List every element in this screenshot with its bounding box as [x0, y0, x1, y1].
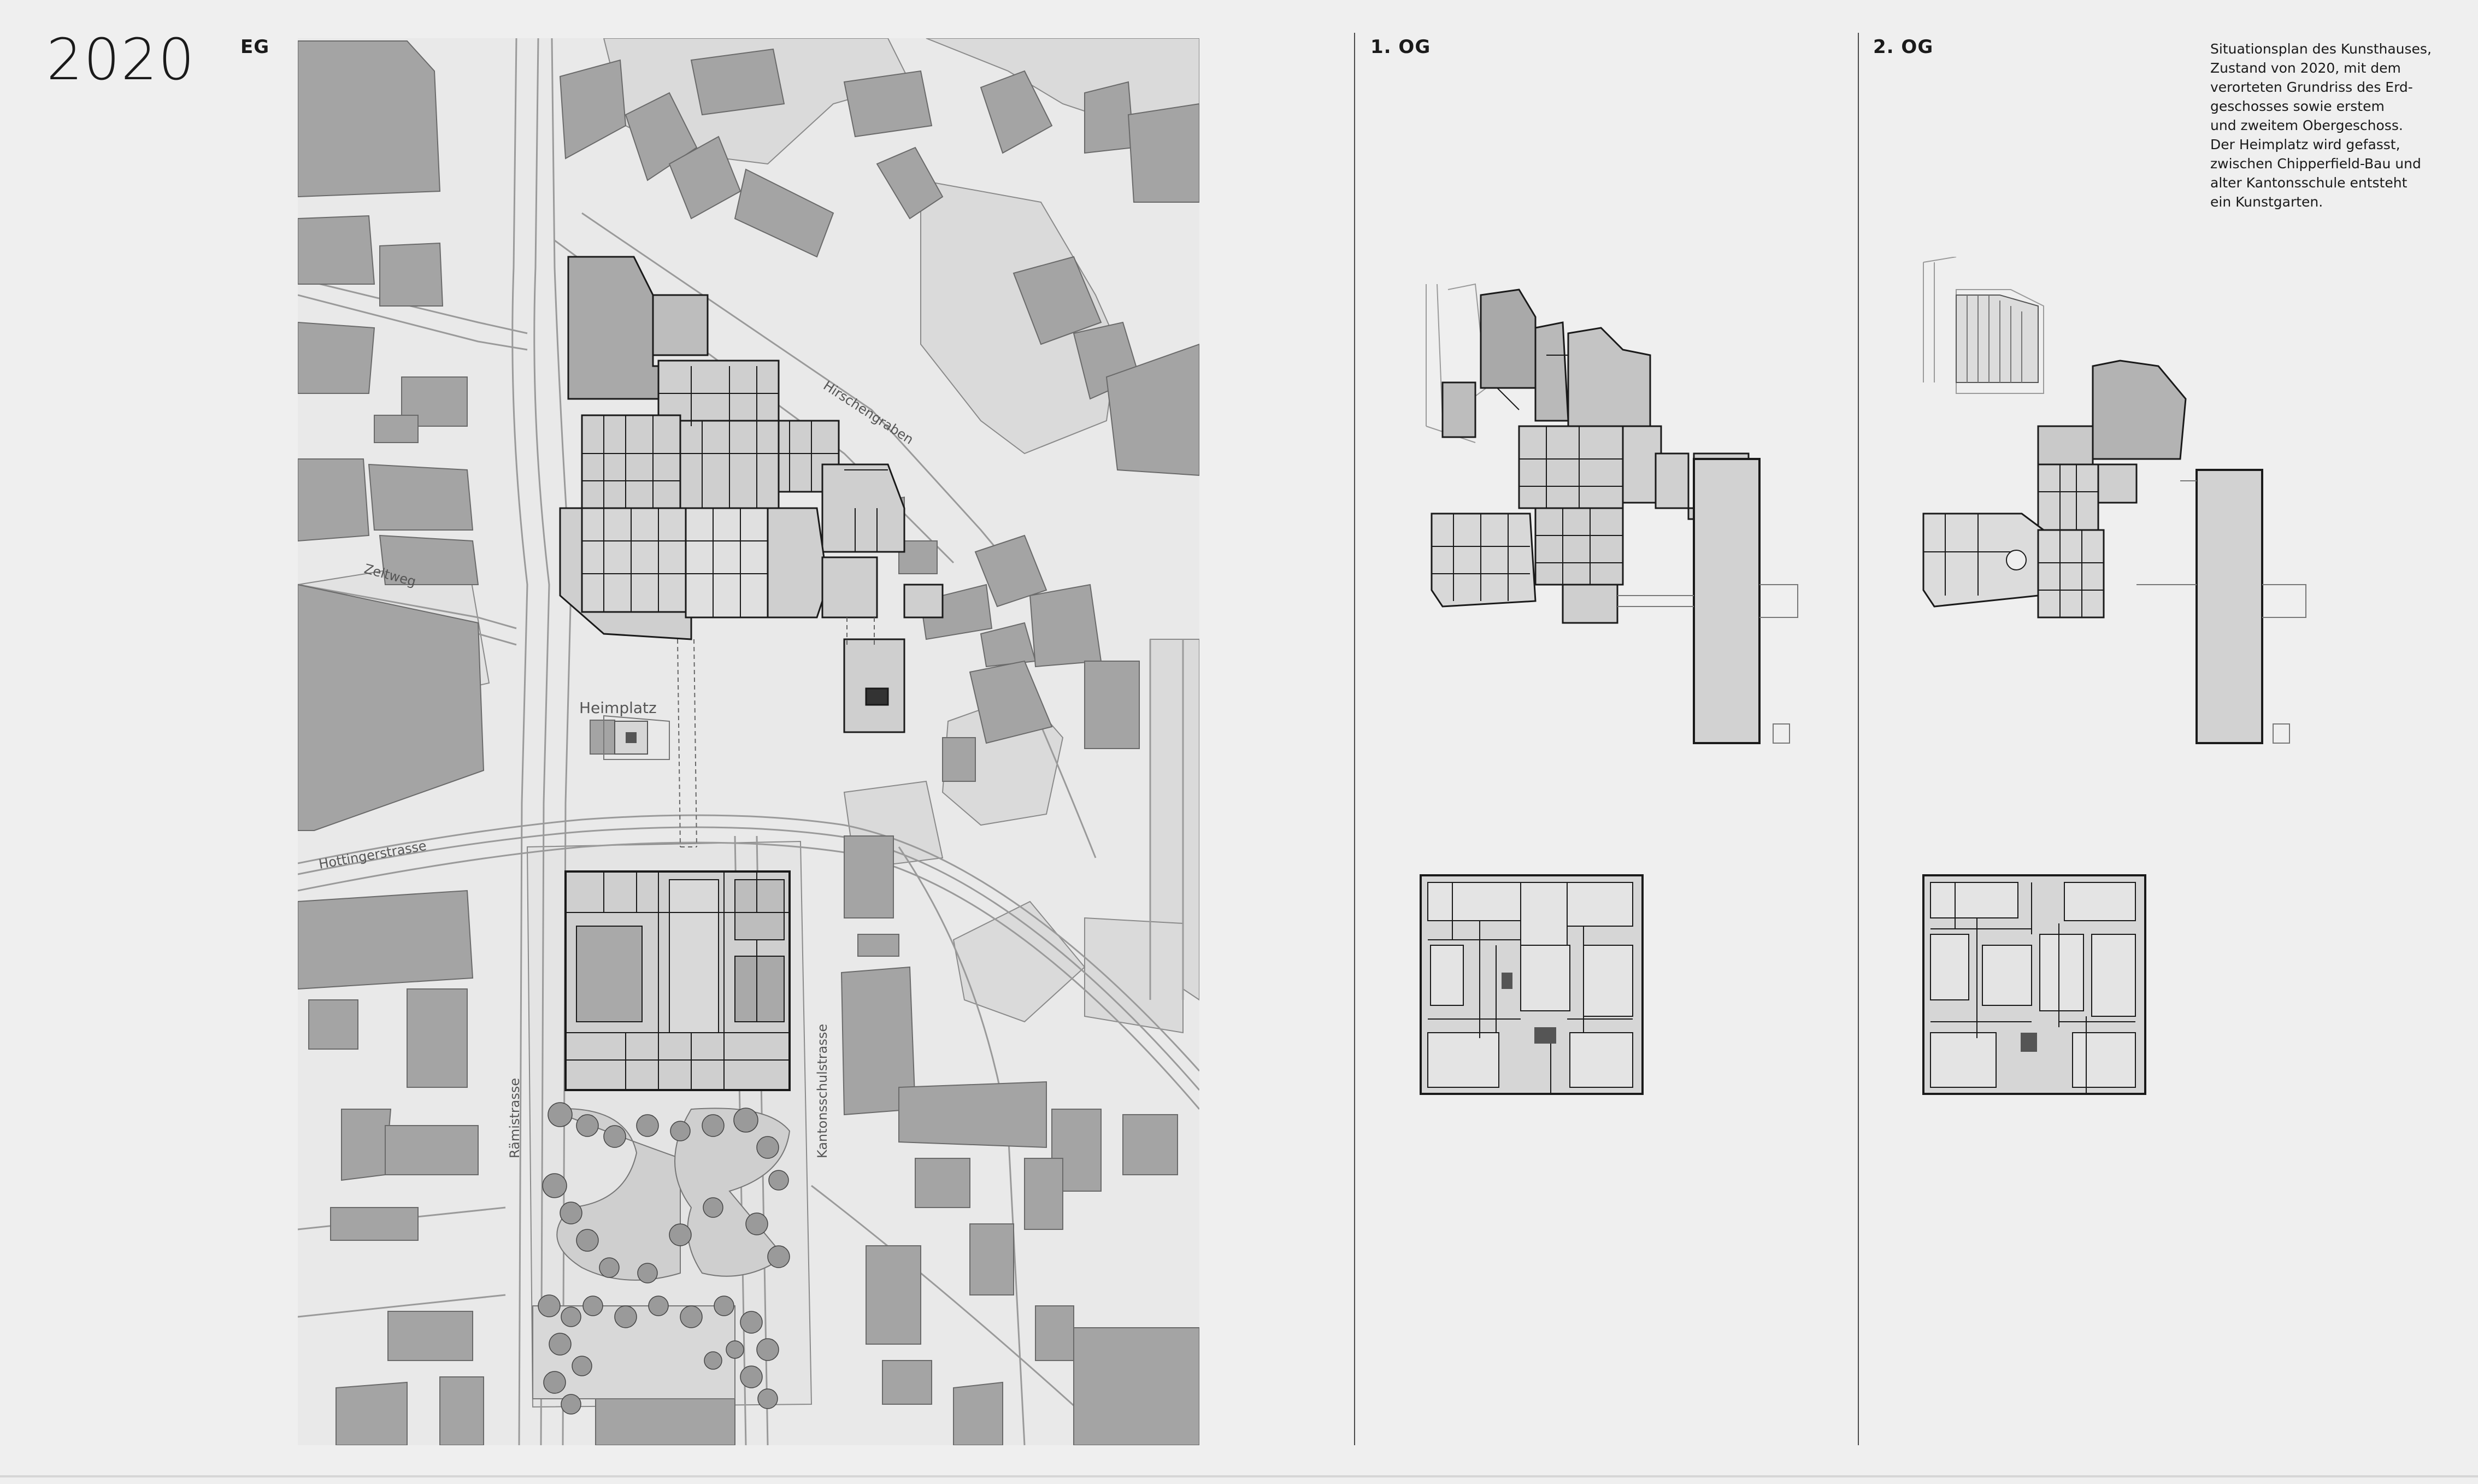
description-line: verorteten Grundriss des Erd-	[2210, 79, 2413, 95]
plan-1-og-south	[1420, 874, 1644, 1095]
street-label-kantonsschulstrasse: Kantonsschulstrasse	[815, 1024, 830, 1158]
description: Situationsplan des Kunsthauses, Zustand …	[2210, 39, 2451, 211]
label-eg: EG	[240, 36, 270, 58]
label-1-og: 1. OG	[1370, 36, 1431, 58]
description-line: geschosses sowie erstem	[2210, 98, 2385, 114]
description-line: zwischen Chipperfield-Bau und	[2210, 156, 2421, 172]
plan-2-og-north	[1922, 257, 2306, 744]
column-divider	[1354, 33, 1355, 1445]
description-line: Situationsplan des Kunsthauses,	[2210, 41, 2432, 57]
column-divider	[1858, 33, 1859, 1445]
plan-2-og-south	[1922, 874, 2146, 1095]
plan-1-og-north	[1426, 283, 1798, 744]
place-label-heimplatz: Heimplatz	[579, 699, 657, 717]
description-line: Zustand von 2020, mit dem	[2210, 60, 2401, 76]
description-line: alter Kantonsschule entsteht	[2210, 175, 2408, 191]
site-plan-map: Hirschengraben Zeltweg Heimplatz Hotting…	[298, 38, 1199, 1445]
bottom-rule	[0, 1475, 2478, 1477]
year-title: 2020	[46, 26, 196, 93]
description-line: ein Kunstgarten.	[2210, 194, 2323, 210]
description-line: Der Heimplatz wird gefasst,	[2210, 137, 2400, 152]
label-2-og: 2. OG	[1873, 36, 1934, 58]
street-label-raemistrasse: Rämistrasse	[507, 1078, 522, 1158]
description-line: und zweitem Obergeschoss.	[2210, 117, 2403, 133]
